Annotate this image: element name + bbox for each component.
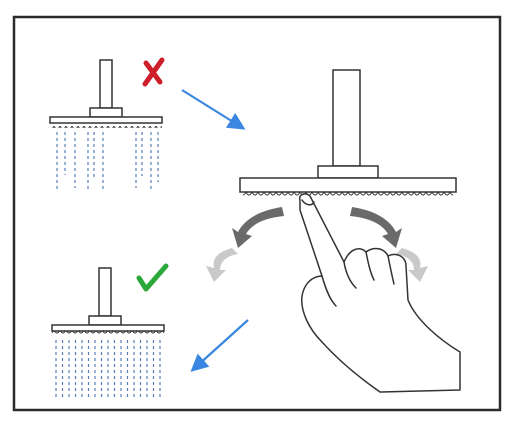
shower-head-large <box>239 69 457 198</box>
cross-icon <box>142 57 165 87</box>
rub-motion-right-icon <box>350 207 428 282</box>
arrow-to-clean-head <box>190 319 249 372</box>
hand-pointing-icon <box>298 193 461 393</box>
rub-motion-left-icon <box>206 207 284 282</box>
arrow-to-large-head <box>181 89 246 130</box>
shower-head-clogged <box>49 59 163 128</box>
weak-water-spray <box>56 132 159 192</box>
full-water-spray <box>55 340 161 398</box>
check-icon <box>136 263 169 292</box>
shower-head-clean <box>51 267 165 336</box>
